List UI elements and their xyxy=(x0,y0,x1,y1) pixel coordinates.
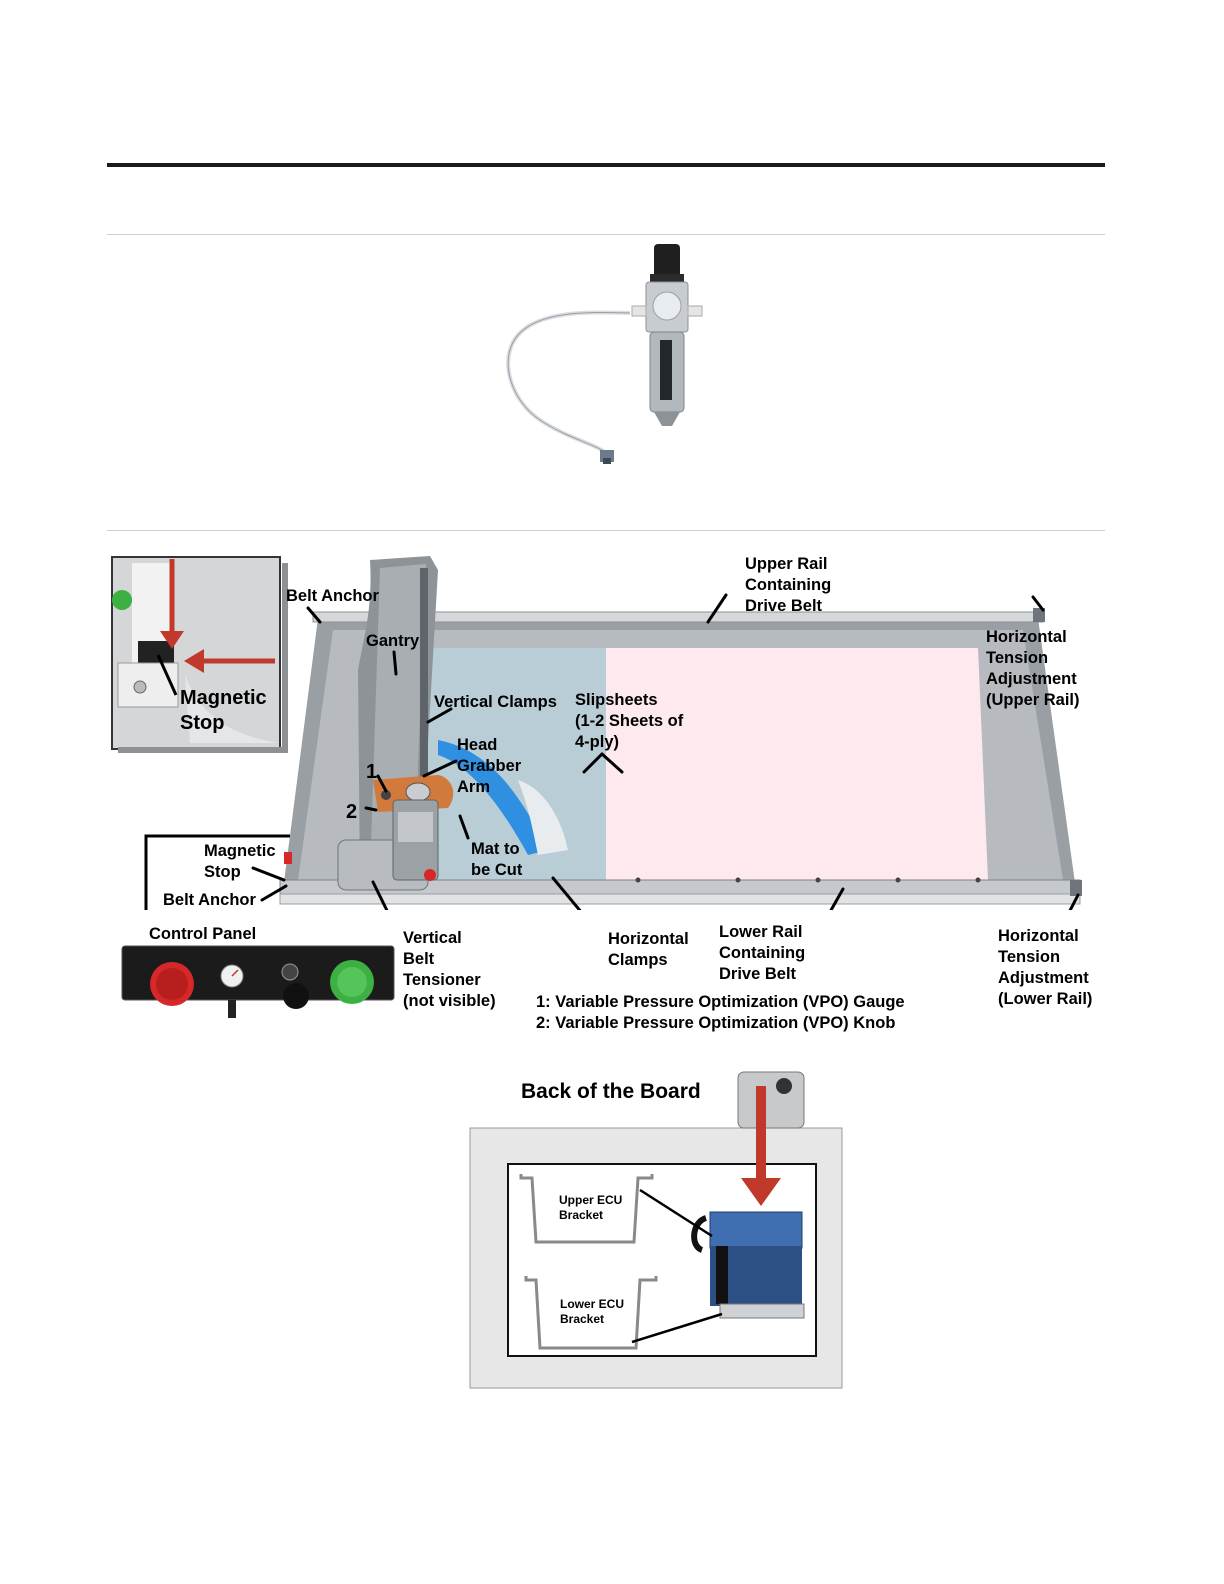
label-number-1: 1 xyxy=(366,761,378,783)
label-lower-rail: Lower Rail Containing Drive Belt xyxy=(719,923,806,983)
label-horizontal-tension-upper: Horizontal Tension Adjustment (Upper Rai… xyxy=(986,628,1080,709)
label-vertical-clamps: Vertical Clamps xyxy=(434,693,557,711)
section-divider-1 xyxy=(107,234,1105,235)
back-of-board-illustration xyxy=(469,1071,843,1389)
top-rule xyxy=(107,163,1105,167)
label-magnetic-stop-side: Magnetic Stop xyxy=(204,842,276,881)
label-upper-ecu-bracket: Upper ECU Bracket xyxy=(559,1193,623,1222)
magnetic-stop-inset xyxy=(111,556,288,753)
label-horizontal-clamps: Horizontal Clamps xyxy=(608,930,689,969)
label-control-panel: Control Panel xyxy=(149,925,257,943)
legend-vpo-gauge: 1: Variable Pressure Optimization (VPO) … xyxy=(536,993,905,1011)
label-magnetic-stop-inset: Magnetic Stop xyxy=(180,687,267,734)
label-gantry: Gantry xyxy=(366,632,420,650)
section-divider-2 xyxy=(107,530,1105,531)
legend-vpo-knob: 2: Variable Pressure Optimization (VPO) … xyxy=(536,1014,896,1032)
label-horizontal-tension-lower: Horizontal Tension Adjustment (Lower Rai… xyxy=(998,927,1093,1008)
air-filter-regulator-illustration xyxy=(506,244,703,464)
label-belt-anchor-top: Belt Anchor xyxy=(286,587,379,605)
control-panel-illustration xyxy=(121,945,395,1018)
label-slipsheets: Slipsheets (1-2 Sheets of 4-ply) xyxy=(575,691,684,751)
cutting-board-diagram xyxy=(144,556,1082,910)
label-mat-to-be-cut: Mat to be Cut xyxy=(471,840,523,879)
label-vertical-belt-tensioner: Vertical Belt Tensioner (not visible) xyxy=(403,929,496,1010)
label-upper-rail: Upper Rail Containing Drive Belt xyxy=(745,555,832,615)
label-number-2: 2 xyxy=(346,801,358,823)
label-head-grabber-arm: Head Grabber Arm xyxy=(457,736,522,796)
label-belt-anchor-bottom: Belt Anchor xyxy=(163,891,256,909)
back-of-board-title: Back of the Board xyxy=(521,1080,701,1103)
label-lower-ecu-bracket: Lower ECU Bracket xyxy=(560,1297,625,1326)
